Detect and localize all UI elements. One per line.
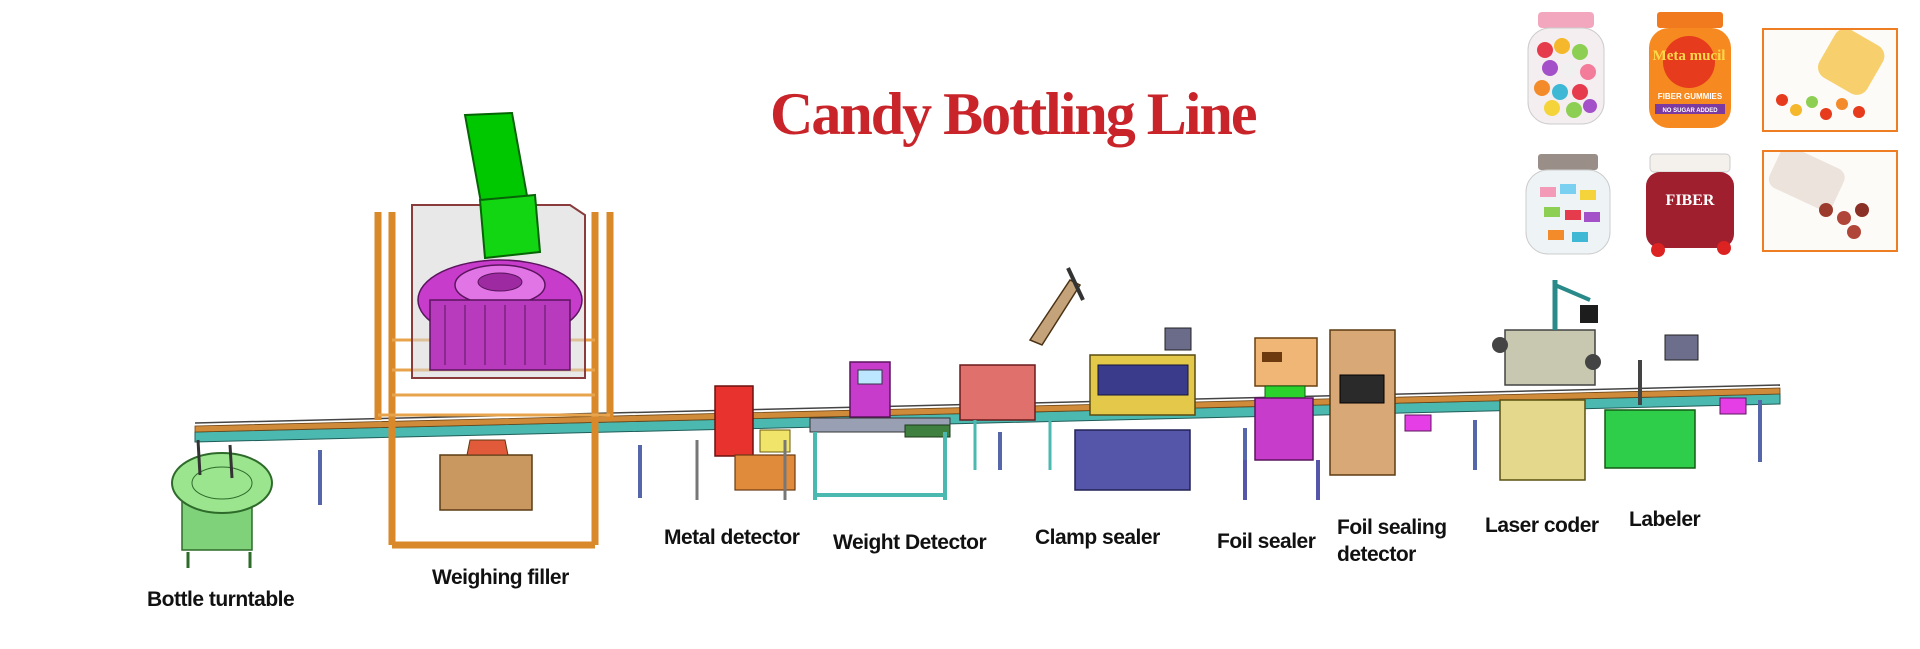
metamucil-product-text: FIBER GUMMIES <box>1658 92 1723 101</box>
weight-detector-machine <box>809 361 951 500</box>
foil-sealer-machine <box>1243 337 1320 500</box>
bottle-turntable-machine <box>171 439 273 568</box>
label-weighing-filler: Weighing filler <box>432 566 569 589</box>
label-metal-detector: Metal detector <box>664 526 800 549</box>
laser-coder-machine <box>1492 280 1601 481</box>
wrapped-candy-jar-image <box>1520 152 1615 257</box>
foil-sealing-detector-machine <box>1329 329 1432 476</box>
label-foil-sealing-detector-line2: detector <box>1337 543 1416 566</box>
metal-detector-machine <box>695 385 796 500</box>
label-laser-coder: Laser coder <box>1485 514 1599 537</box>
metamucil-fiber-gummies-image: Meta mucil FIBER GUMMIES NO SUGAR ADDED <box>1645 10 1735 135</box>
label-clamp-sealer: Clamp sealer <box>1035 526 1160 549</box>
metamucil-brand-text: Meta mucil <box>1653 48 1726 64</box>
label-foil-sealing-detector-line1: Foil sealing <box>1337 516 1447 539</box>
multihead-weigher <box>417 259 583 371</box>
labeler-machine <box>1604 334 1747 469</box>
gummy-bears-bottle-tipped-image <box>1762 150 1898 252</box>
page-title: Candy Bottling Line <box>770 81 1257 147</box>
gummy-bears-spilling-image <box>1762 28 1898 132</box>
clamp-sealer-machine <box>959 267 1196 491</box>
fiber-gummy-jar-image: FIBER <box>1640 150 1740 260</box>
label-foil-sealer: Foil sealer <box>1217 530 1316 553</box>
weighing-filler-machine <box>374 111 614 549</box>
fiber-jar-product-text: FIBER <box>1666 192 1715 209</box>
label-weight-detector: Weight Detector <box>833 531 987 554</box>
label-bottle-turntable: Bottle turntable <box>147 588 295 611</box>
jellybean-jar-image <box>1520 10 1612 128</box>
metamucil-banner-text: NO SUGAR ADDED <box>1662 108 1718 114</box>
label-labeler: Labeler <box>1629 508 1701 531</box>
